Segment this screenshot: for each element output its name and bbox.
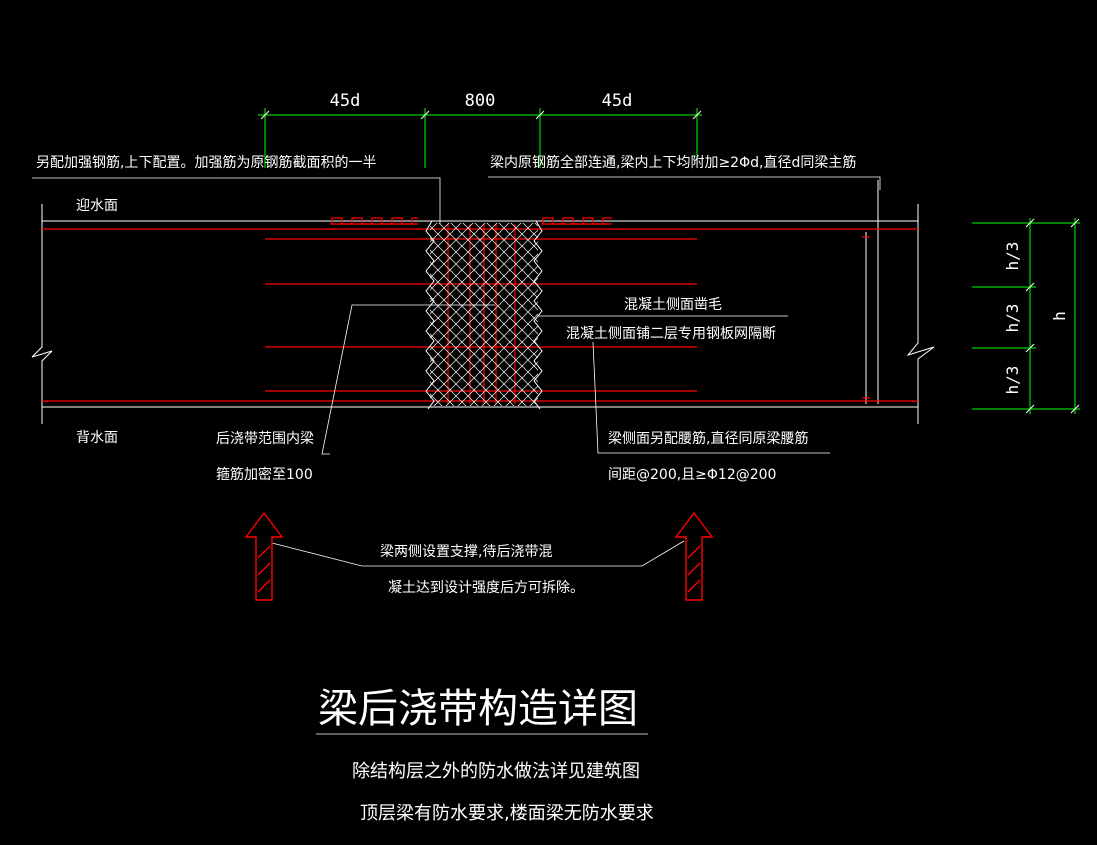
dimension-right: 45d bbox=[602, 91, 633, 111]
note-support-line2: 凝土达到设计强度后方可拆除。 bbox=[388, 580, 584, 596]
leader-lines bbox=[32, 176, 881, 735]
dimension-h3-bot: h/3 bbox=[1003, 366, 1022, 395]
dimension-middle: 800 bbox=[465, 91, 496, 111]
support-arrow-right bbox=[674, 511, 714, 601]
dimension-h3-top: h/3 bbox=[1003, 242, 1022, 271]
beam-outline bbox=[31, 180, 935, 424]
dimension-h-total: h bbox=[1050, 311, 1069, 321]
top-dimension-chain bbox=[258, 108, 702, 168]
right-dimension-chain bbox=[972, 218, 1080, 414]
post-pour-strip bbox=[425, 220, 543, 410]
note-stirrup-line2: 箍筋加密至100 bbox=[216, 466, 313, 483]
note-steel-mesh: 混凝土侧面铺二层专用钢板网隔断 bbox=[566, 326, 776, 342]
dimension-h3-mid: h/3 bbox=[1003, 304, 1022, 333]
note-roughen: 混凝土侧面凿毛 bbox=[624, 297, 722, 313]
support-arrow-left bbox=[244, 511, 284, 601]
note-top-right: 梁内原钢筋全部连通,梁内上下均附加≥2Φd,直径d同梁主筋 bbox=[490, 154, 856, 171]
remark-line2: 顶层梁有防水要求,楼面梁无防水要求 bbox=[360, 803, 654, 824]
remark-line1: 除结构层之外的防水做法详见建筑图 bbox=[352, 761, 640, 782]
label-water-face: 迎水面 bbox=[76, 198, 118, 214]
dimension-left: 45d bbox=[330, 91, 361, 111]
note-waist-line1: 梁侧面另配腰筋,直径同原梁腰筋 bbox=[608, 430, 808, 447]
note-stirrup-line1: 后浇带范围内梁 bbox=[216, 430, 314, 447]
note-top-left: 另配加强钢筋,上下配置。加强筋为原钢筋截面积的一半 bbox=[36, 154, 376, 171]
drawing-title: 梁后浇带构造详图 bbox=[318, 686, 638, 732]
label-back-face: 背水面 bbox=[76, 430, 118, 446]
note-waist-line2: 间距@200,且≥Φ12@200 bbox=[608, 467, 776, 483]
note-support-line1: 梁两侧设置支撑,待后浇带混 bbox=[380, 544, 552, 560]
